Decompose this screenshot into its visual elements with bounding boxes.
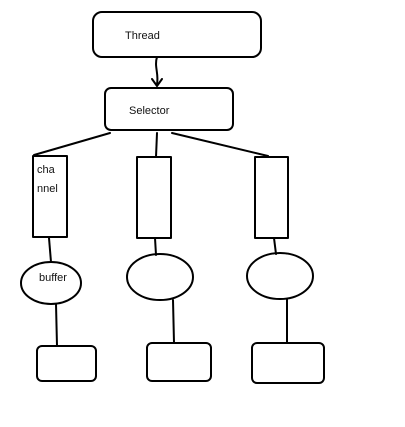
channel-left-node [32, 155, 68, 238]
buffer-middle-to-box [172, 299, 175, 344]
selector-label: Selector [129, 105, 170, 117]
thread-to-selector-arrow [155, 56, 159, 85]
selector-to-channel-right [171, 132, 269, 157]
box-middle-node [146, 342, 212, 382]
arrow-head-icon [151, 78, 163, 87]
thread-node [92, 11, 262, 58]
buffer-left-to-box [55, 303, 58, 347]
channel-middle-node [136, 156, 172, 239]
selector-node [104, 87, 234, 131]
channel-middle-to-buffer [154, 237, 157, 256]
buffer-right-node [246, 252, 314, 300]
channel-right-node [254, 156, 289, 239]
box-left-node [36, 345, 97, 382]
selector-to-channel-left [33, 132, 111, 156]
buffer-middle-node [126, 253, 194, 301]
channel-label-line1: cha [37, 164, 55, 176]
channel-right-to-buffer [273, 237, 277, 255]
box-right-node [251, 342, 325, 384]
channel-left-to-buffer [48, 237, 52, 263]
buffer-left-node [20, 261, 82, 305]
buffer-label: buffer [39, 272, 67, 284]
thread-label: Thread [125, 30, 160, 42]
selector-to-channel-middle [155, 132, 158, 158]
channel-label-line2: nnel [37, 183, 58, 195]
